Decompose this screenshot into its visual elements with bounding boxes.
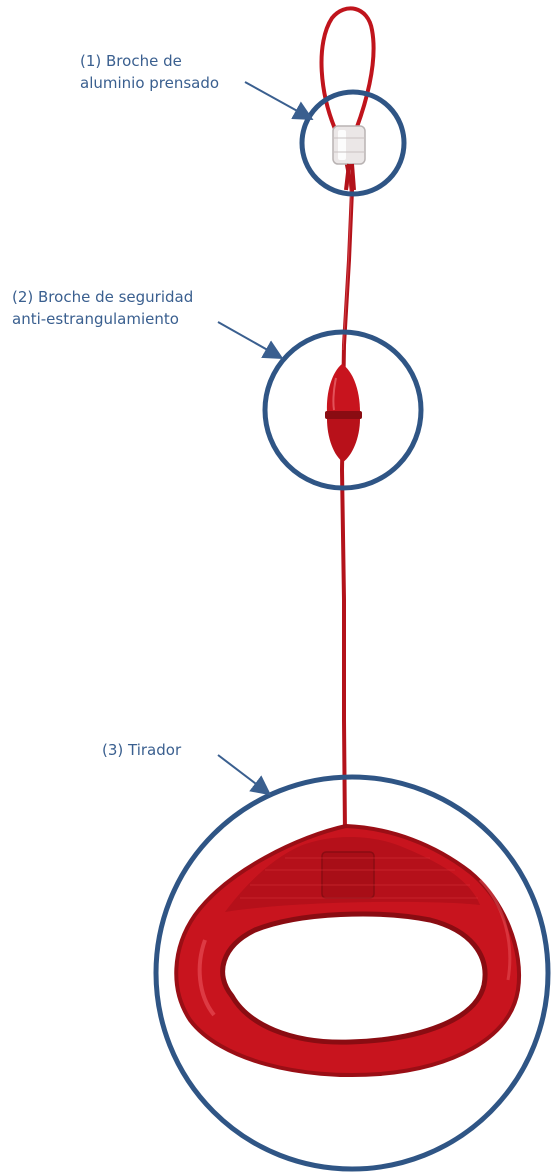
handle-logo-panel [322,852,374,898]
callout-arrow-3 [218,755,268,793]
callout-label-1-line-1: (1) Broche de [80,50,219,72]
cord [342,160,352,835]
cord-loop [322,8,374,140]
aluminium-clip [333,126,365,190]
callout-arrow-2 [218,322,280,357]
callout-label-3-line-1: (3) Tirador [102,739,181,761]
callout-arrow-1 [245,82,310,118]
callout-label-2-line-2: anti-estrangulamiento [12,308,193,330]
breakaway-clip [325,364,362,462]
pull-handle [176,826,519,1075]
callout-label-1-line-2: aluminio prensado [80,72,219,94]
callout-label-safety-clip: (2) Broche de seguridad anti-estrangulam… [12,286,193,330]
callout-label-aluminium-clip: (1) Broche de aluminio prensado [80,50,219,94]
callout-label-2-line-1: (2) Broche de seguridad [12,286,193,308]
callout-label-handle: (3) Tirador [102,739,181,761]
